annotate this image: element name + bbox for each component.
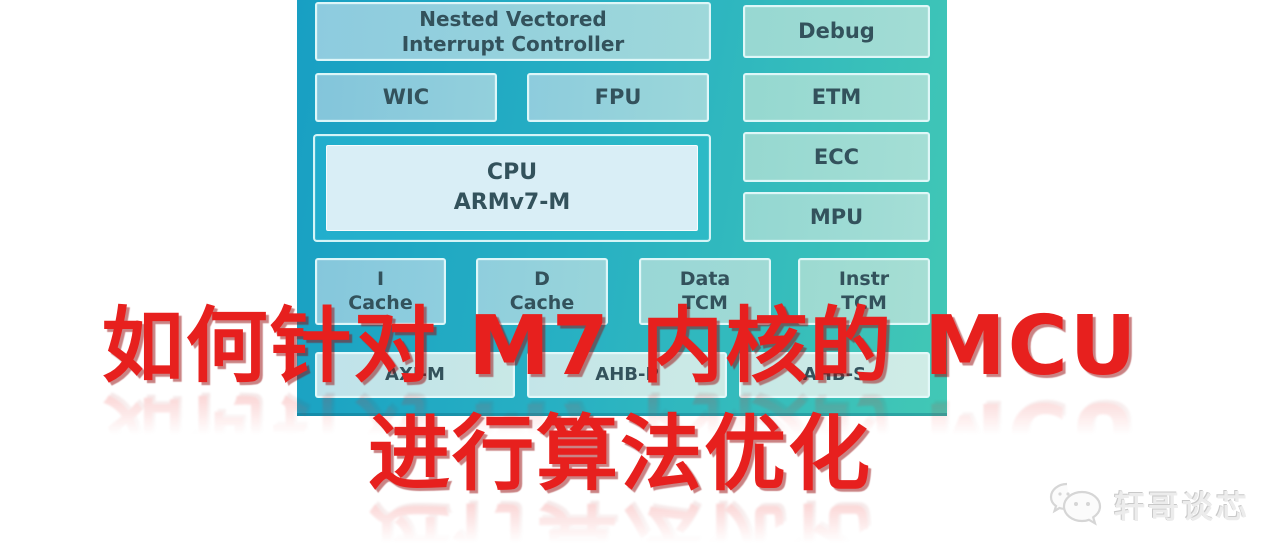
block-ahb-s: AHB-S — [739, 352, 930, 398]
block-mpu: MPU — [743, 192, 930, 242]
headline-line-1: 如何针对 M7 内核的 MCU — [101, 299, 1139, 394]
block-instr-tcm: Instr TCM — [798, 258, 930, 325]
block-axi-m: AXI-M — [315, 352, 515, 398]
block-d-cache: D Cache — [476, 258, 608, 325]
wechat-bubbles-icon — [1049, 482, 1102, 526]
block-nvic: Nested Vectored Interrupt Controller — [315, 2, 711, 61]
block-ecc: ECC — [743, 132, 930, 182]
block-cpu: CPU ARMv7-M — [313, 134, 711, 242]
block-i-cache: I Cache — [315, 258, 446, 325]
headline-line-2: 进行算法优化 — [367, 407, 873, 502]
block-debug: Debug — [743, 5, 930, 58]
watermark: 轩哥谈芯 — [1046, 478, 1250, 530]
cortex-m7-block-diagram: Nested Vectored Interrupt Controller Deb… — [297, 0, 947, 416]
block-ahb-p: AHB-P — [527, 352, 727, 398]
block-fpu: FPU — [527, 73, 709, 122]
block-data-tcm: Data TCM — [639, 258, 771, 325]
block-etm: ETM — [743, 73, 930, 122]
cpu-label: CPU ARMv7-M — [326, 145, 698, 231]
block-wic: WIC — [315, 73, 497, 122]
headline-line-2-reflection: 进行算法优化 — [367, 492, 873, 544]
watermark-account-name: 轩哥谈芯 — [1114, 489, 1250, 526]
